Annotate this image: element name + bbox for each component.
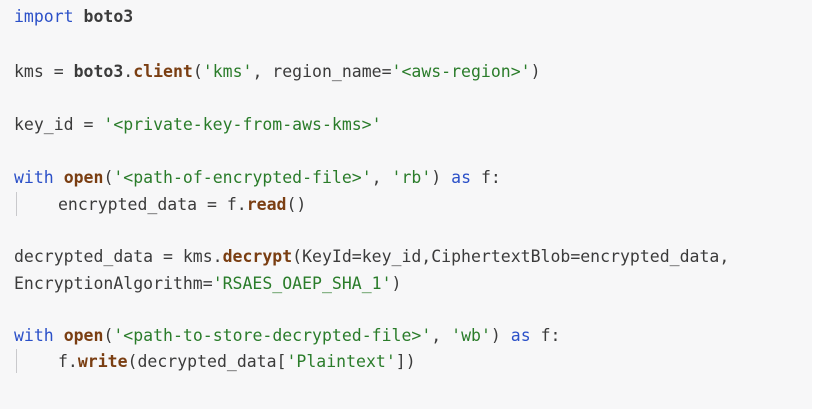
code-token: 'wb' [451,326,491,345]
code-token: with [14,168,54,187]
code-token: EncryptionAlgorithm= [14,274,213,293]
code-token: 'rb' [391,168,432,187]
code-line-kms-client: kms = boto3.client('kms', region_name='<… [14,62,541,82]
code-line-read-data: encrypted_data = f.read() [14,195,306,215]
indent-guide [16,192,17,216]
code-token: open [63,168,104,187]
code-token: , [431,326,452,345]
code-line-key-id: key_id = '<private-key-from-aws-kms>' [14,115,382,135]
code-token: write [77,352,128,371]
code-token: as [510,326,531,345]
code-token: 'RSAES_OAEP_SHA_1' [212,274,392,293]
code-token: f: [530,326,561,345]
code-token: boto3 [73,62,124,81]
code-line-with-open-read: with open('<path-of-encrypted-file>', 'r… [14,168,501,188]
code-line-import: import boto3 [14,7,133,27]
code-token: with [14,326,54,345]
code-token: '<aws-region>' [391,62,531,81]
code-token: , [371,168,392,187]
code-token [54,168,64,187]
code-token: client [133,62,193,81]
code-token: as [451,168,472,187]
code-token: ) [431,168,452,187]
code-token: (KeyId=key_id,CiphertextBlob=encrypted_d… [292,247,730,266]
code-line-write-data: f.write(decrypted_data['Plaintext']) [14,352,416,372]
code-token: read [246,195,287,214]
code-token: ( [103,326,114,345]
code-token: open [63,326,104,345]
code-token: ) [391,274,402,293]
code-token: ( [103,168,114,187]
code-token [74,7,84,26]
code-token: ]) [395,352,416,371]
indent-guide [16,349,17,373]
code-line-decrypt-call-cont: EncryptionAlgorithm='RSAES_OAEP_SHA_1') [14,274,401,294]
code-token: kms = [14,62,74,81]
code-token: 'kms' [202,62,253,81]
code-token: boto3 [83,7,134,26]
code-token [54,326,64,345]
code-token: 'Plaintext' [286,352,396,371]
code-token: , region_name= [252,62,392,81]
code-token: '<private-key-from-aws-kms>' [103,115,382,134]
code-token: '<path-of-encrypted-file>' [113,168,372,187]
code-token: () [286,195,307,214]
code-line-with-open-write: with open('<path-to-store-decrypted-file… [14,326,560,346]
code-line-decrypt-call: decrypted_data = kms.decrypt(KeyId=key_i… [14,247,729,267]
code-token: ) [490,326,511,345]
code-token: encrypted_data = f. [58,195,247,214]
code-token: ( [192,62,203,81]
code-token: '<path-to-store-decrypted-file>' [113,326,432,345]
code-token: ) [530,62,541,81]
code-token: key_id = [14,115,104,134]
code-token: decrypt [222,247,293,266]
code-token: f. [58,352,78,371]
code-token: (decrypted_data[ [127,352,287,371]
code-token: decrypted_data = kms. [14,247,223,266]
code-token: f: [471,168,501,187]
code-token: import [14,7,74,26]
code-token: . [123,62,134,81]
